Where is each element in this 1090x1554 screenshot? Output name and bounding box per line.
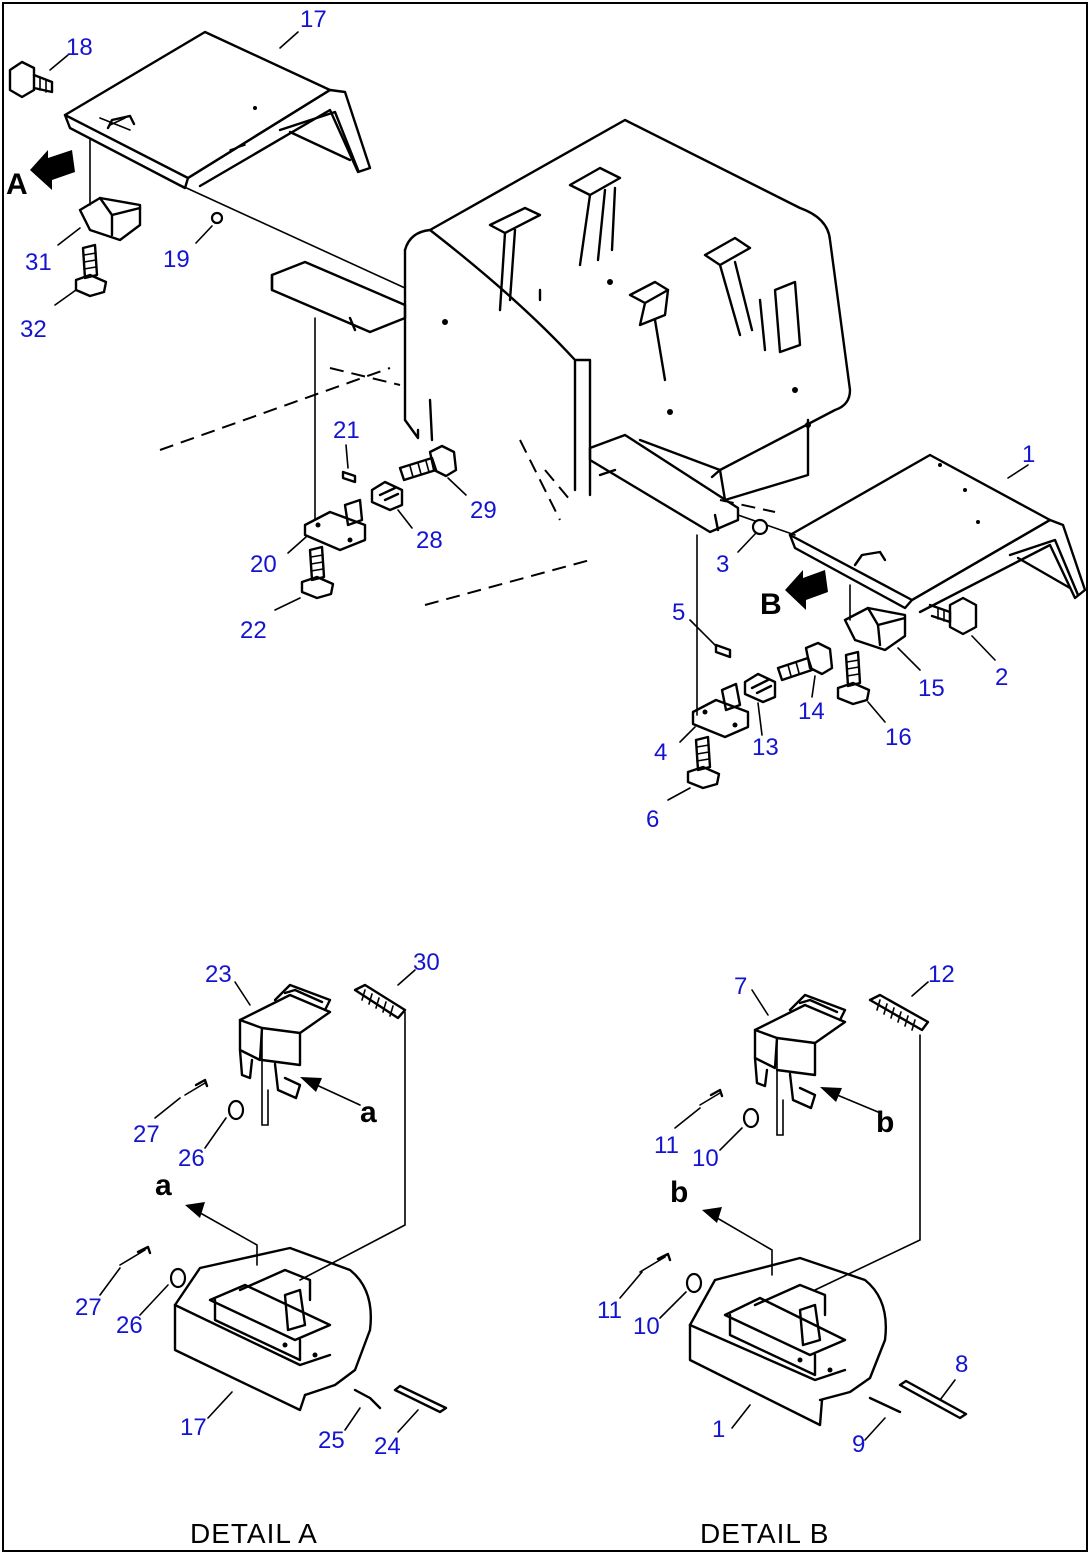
callout-32: 32 xyxy=(20,316,47,343)
callout-29: 29 xyxy=(470,497,497,524)
callout-3: 3 xyxy=(716,551,729,578)
ref-letter-a-bottom: a xyxy=(155,1169,172,1202)
detail-a-labels: 23 30 27 26 a a 27 26 17 25 24 DETAIL A xyxy=(75,949,440,1549)
detail-a-drawing xyxy=(119,983,448,1414)
callout-27-lower: 27 xyxy=(75,1294,102,1321)
callout-1-detail: 1 xyxy=(712,1416,725,1443)
plate-part-4 xyxy=(691,682,750,739)
bolt-part-2 xyxy=(928,596,978,636)
callout-23: 23 xyxy=(205,961,232,988)
detail-a-leaders xyxy=(99,969,419,1433)
bolt-part-16 xyxy=(836,650,871,706)
detail-b-drawing xyxy=(639,993,968,1427)
callout-25: 25 xyxy=(318,1427,345,1454)
pin-part-21 xyxy=(341,470,357,484)
clip-part-13 xyxy=(743,672,777,704)
view-arrow-b: B xyxy=(760,570,828,621)
callout-16: 16 xyxy=(885,724,912,751)
callout-6: 6 xyxy=(646,806,659,833)
view-arrow-a-label: A xyxy=(6,168,28,201)
bolt-part-6 xyxy=(686,735,721,790)
washer-part-19 xyxy=(210,211,224,225)
right-frame-rail xyxy=(588,433,740,534)
callout-13: 13 xyxy=(752,734,779,761)
right-fender-part-1 xyxy=(737,453,1087,614)
callout-9: 9 xyxy=(852,1431,865,1458)
callout-7: 7 xyxy=(734,973,747,1000)
callout-5: 5 xyxy=(672,599,685,626)
callout-21: 21 xyxy=(333,417,360,444)
ref-letter-b-bottom: b xyxy=(670,1176,688,1209)
callout-26-upper: 26 xyxy=(178,1145,205,1172)
washer-part-3 xyxy=(751,518,769,536)
callout-24: 24 xyxy=(374,1433,401,1460)
chassis-dashed-outline xyxy=(159,367,776,606)
bolt-part-32 xyxy=(74,243,108,298)
callout-10-upper: 10 xyxy=(692,1145,719,1172)
callout-30: 30 xyxy=(413,949,440,976)
left-frame-rail xyxy=(270,260,407,334)
bracket-part-31 xyxy=(78,139,142,242)
ref-letter-b-top: b xyxy=(876,1106,894,1139)
callout-1: 1 xyxy=(1022,441,1035,468)
callout-28: 28 xyxy=(416,527,443,554)
callout-17-detail: 17 xyxy=(180,1414,207,1441)
detail-b-title: DETAIL B xyxy=(700,1518,829,1549)
callout-11-upper: 11 xyxy=(654,1132,679,1159)
callout-20: 20 xyxy=(250,551,277,578)
bolt-part-29 xyxy=(398,444,458,482)
detail-b-leaders xyxy=(619,981,956,1441)
clip-part-28 xyxy=(370,480,404,512)
callout-8: 8 xyxy=(955,1351,968,1378)
callout-17: 17 xyxy=(300,6,327,33)
left-fender-part-17 xyxy=(63,30,406,289)
bolt-part-14 xyxy=(776,641,834,682)
callout-31: 31 xyxy=(25,249,52,276)
callout-22: 22 xyxy=(240,617,267,644)
callout-2: 2 xyxy=(995,664,1008,691)
callout-4: 4 xyxy=(654,739,667,766)
callout-15: 15 xyxy=(918,675,945,702)
callout-18: 18 xyxy=(66,34,93,61)
callout-12: 12 xyxy=(928,961,955,988)
pin-part-5 xyxy=(714,643,732,659)
callout-14: 14 xyxy=(798,698,825,725)
callout-11-lower: 11 xyxy=(597,1297,622,1324)
detail-b-labels: 7 12 11 10 b b 11 10 1 9 8 DETAIL B xyxy=(597,961,968,1549)
callout-leaders-upper xyxy=(49,31,1029,801)
callout-19: 19 xyxy=(163,246,190,273)
ref-letter-a-top: a xyxy=(360,1096,377,1129)
callout-27-upper: 27 xyxy=(133,1121,160,1148)
bracket-part-15 xyxy=(843,584,907,652)
plate-part-20 xyxy=(303,498,367,552)
bolt-part-18 xyxy=(8,60,54,99)
operator-cab xyxy=(403,118,852,502)
detail-a-title: DETAIL A xyxy=(190,1518,318,1549)
callout-10-lower: 10 xyxy=(633,1313,660,1340)
callout-26-lower: 26 xyxy=(116,1312,143,1339)
view-arrow-a: A xyxy=(6,150,75,201)
view-arrow-b-label: B xyxy=(760,588,782,621)
callouts-upper: 17 18 19 31 32 1 3 21 29 28 20 22 5 4 13… xyxy=(20,6,1035,833)
bolt-part-22 xyxy=(300,545,335,600)
